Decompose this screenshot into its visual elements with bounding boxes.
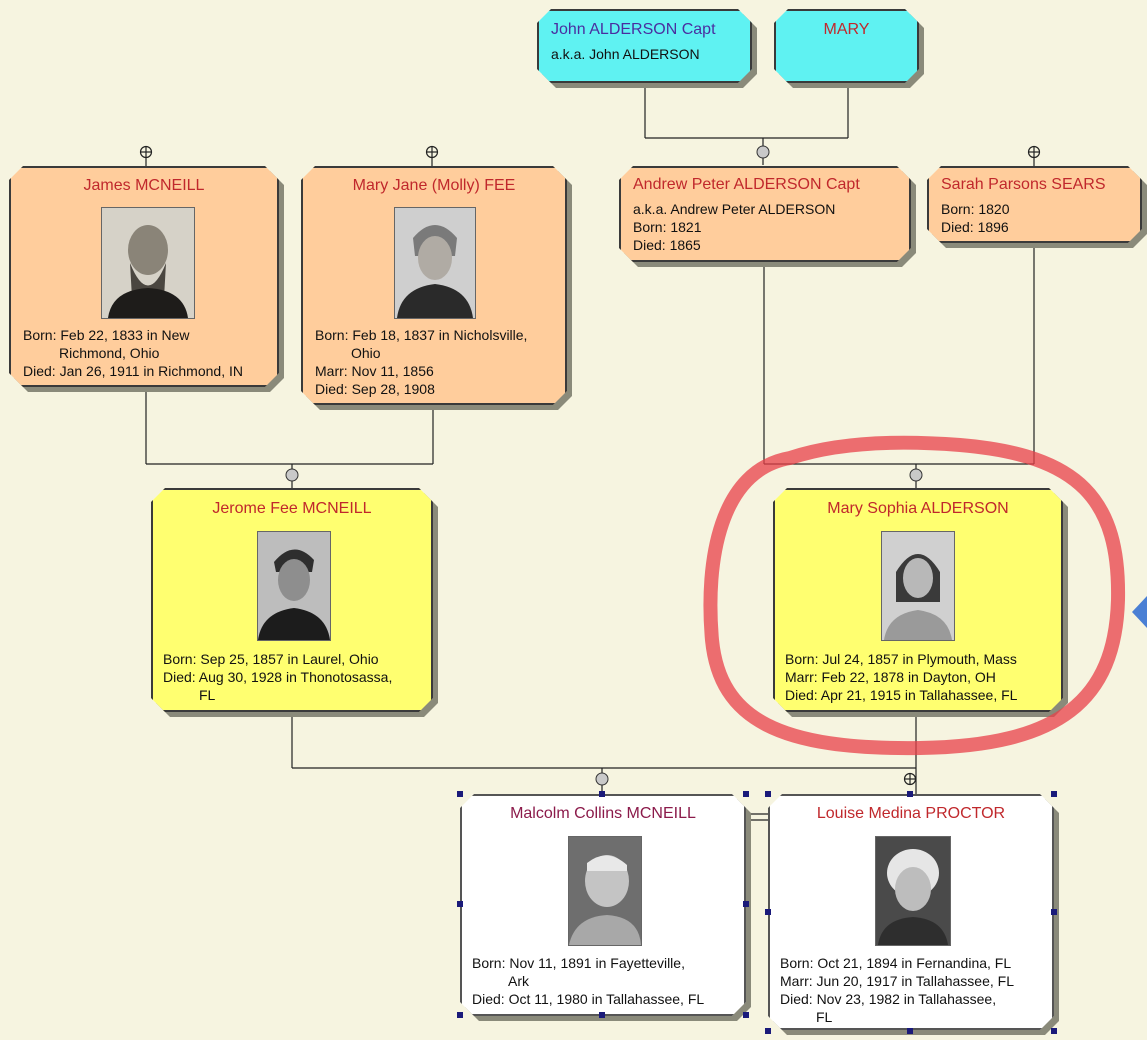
person-card-louise-medina-proctor[interactable]: Louise Medina PROCTOR Born: Oct 21, 1894… [768,794,1054,1030]
person-name: John ALDERSON Capt [551,21,716,38]
person-card-sarah-parsons-sears[interactable]: Sarah Parsons SEARS Born: 1820 Died: 189… [927,166,1142,243]
death-info: Died: 1865 [633,237,701,253]
death-info: Died: Nov 23, 1982 in Tallahassee, [780,991,997,1007]
birth-info: Born: Jul 24, 1857 in Plymouth, Mass [785,651,1017,667]
selection-handle[interactable] [907,791,913,797]
birth-info-cont: Ohio [351,345,381,361]
person-photo [257,531,331,641]
birth-info: Born: Sep 25, 1857 in Laurel, Ohio [163,651,379,667]
birth-info: Born: Nov 11, 1891 in Fayetteville, [472,955,685,971]
person-aka: a.k.a. John ALDERSON [551,46,700,62]
selection-handle[interactable] [599,1012,605,1018]
person-photo [101,207,195,319]
selection-handle[interactable] [457,901,463,907]
birth-info-cont: Richmond, Ohio [59,345,160,361]
selection-handle[interactable] [765,1028,771,1034]
birth-info: Born: 1820 [941,201,1010,217]
death-info-cont: FL [199,687,216,703]
selection-handle[interactable] [743,1012,749,1018]
marriage-info: Marr: Jun 20, 1917 in Tallahassee, FL [780,973,1014,989]
death-info: Died: Sep 28, 1908 [315,381,435,397]
person-card-andrew-peter-alderson[interactable]: Andrew Peter ALDERSON Capt a.k.a. Andrew… [619,166,911,262]
person-name: Mary Jane (Molly) FEE [352,177,516,194]
person-aka: a.k.a. Andrew Peter ALDERSON [633,201,836,217]
selection-handle[interactable] [457,1012,463,1018]
death-info: Died: 1896 [941,219,1009,235]
person-photo [394,207,476,319]
family-node-icon[interactable] [909,468,923,482]
selection-handle[interactable] [765,791,771,797]
birth-info: Born: Feb 18, 1837 in Nicholsville, [315,327,528,343]
death-info: Died: Aug 30, 1928 in Thonotosassa, [163,669,393,685]
person-name: Louise Medina PROCTOR [816,805,1006,822]
person-name: Malcolm Collins MCNEILL [510,805,696,822]
person-name: Mary Sophia ALDERSON [827,500,1009,517]
birth-info: Born: 1821 [633,219,702,235]
birth-info: Born: Feb 22, 1833 in New [23,327,190,343]
family-node-icon[interactable] [595,772,609,786]
person-card-james-mcneill[interactable]: James MCNEILL Born: Feb 22, 1833 in New … [9,166,279,387]
selection-handle[interactable] [765,909,771,915]
person-photo [875,836,951,946]
death-info: Died: Oct 11, 1980 in Tallahassee, FL [472,991,705,1007]
person-card-mary-jane-fee[interactable]: Mary Jane (Molly) FEE Born: Feb 18, 1837… [301,166,567,405]
person-card-malcolm-collins-mcneill[interactable]: Malcolm Collins MCNEILL Born: Nov 11, 18… [460,794,746,1016]
family-node-icon[interactable] [285,468,299,482]
person-name: James MCNEILL [83,177,205,194]
person-name: Andrew Peter ALDERSON Capt [633,176,860,193]
person-name: Jerome Fee MCNEILL [212,500,372,517]
selection-handle[interactable] [1051,1028,1057,1034]
person-name: MARY [823,21,870,38]
expand-icon[interactable] [139,145,153,159]
family-node-icon[interactable] [756,145,770,159]
person-name: Sarah Parsons SEARS [941,176,1106,193]
birth-info-cont: Ark [508,973,529,989]
selection-handle[interactable] [457,791,463,797]
person-photo [881,531,955,641]
expand-icon[interactable] [425,145,439,159]
expand-icon[interactable] [1027,145,1041,159]
death-info: Died: Apr 21, 1915 in Tallahassee, FL [785,687,1018,703]
birth-info: Born: Oct 21, 1894 in Fernandina, FL [780,955,1012,971]
person-card-mary[interactable]: MARY [774,9,919,83]
person-card-mary-sophia-alderson[interactable]: Mary Sophia ALDERSON Born: Jul 24, 1857 … [773,488,1063,712]
selection-handle[interactable] [1051,791,1057,797]
selection-handle[interactable] [1051,909,1057,915]
selection-handle[interactable] [907,1028,913,1034]
marriage-info: Marr: Nov 11, 1856 [315,363,434,379]
nav-arrow-icon[interactable] [1132,596,1147,628]
expand-icon[interactable] [903,772,917,786]
person-photo [568,836,642,946]
marriage-info: Marr: Feb 22, 1878 in Dayton, OH [785,669,996,685]
death-info: Died: Jan 26, 1911 in Richmond, IN [23,363,243,379]
selection-handle[interactable] [599,791,605,797]
person-card-jerome-fee-mcneill[interactable]: Jerome Fee MCNEILL Born: Sep 25, 1857 in… [151,488,433,712]
person-card-john-alderson[interactable]: John ALDERSON Capt a.k.a. John ALDERSON [537,9,752,83]
death-info-cont: FL [816,1009,833,1025]
selection-handle[interactable] [743,791,749,797]
selection-handle[interactable] [743,901,749,907]
